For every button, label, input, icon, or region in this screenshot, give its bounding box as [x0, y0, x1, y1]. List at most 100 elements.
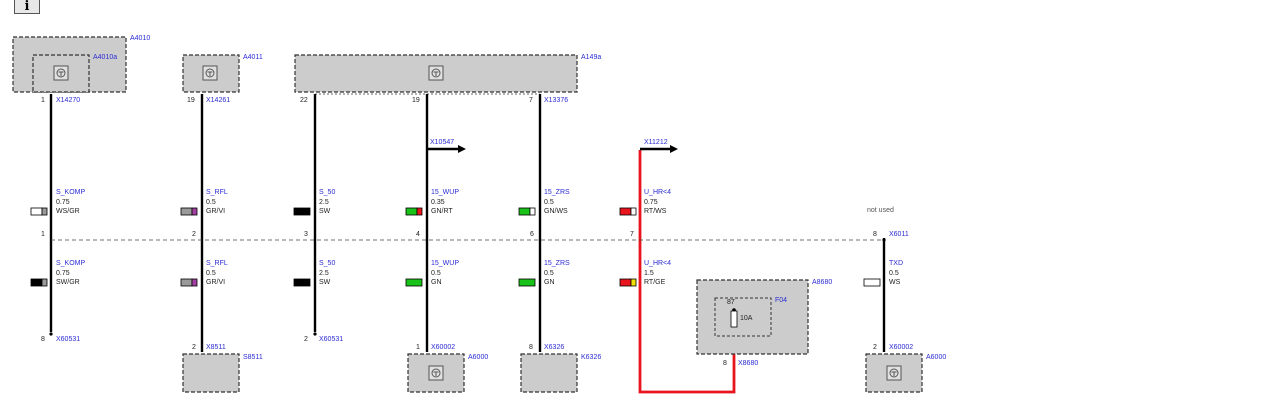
- connector-pin-dot: [49, 332, 53, 336]
- info-icon: i: [24, 0, 30, 14]
- lower-size-txd: 0.5: [889, 270, 899, 277]
- arrow-right-icon: [670, 145, 678, 153]
- branch-x10547: X10547: [430, 139, 454, 146]
- mid-pin-1: 1: [41, 231, 45, 238]
- connector-pin-dot: [882, 238, 886, 242]
- color-swatch-rt: [416, 207, 423, 216]
- lower-color-s-komp: SW/GR: [56, 279, 80, 286]
- color-swatch-vi: [191, 207, 198, 216]
- top-pin-3: 22: [300, 97, 308, 104]
- fuse-icon: [730, 310, 738, 328]
- connector-x6011: X6011: [889, 231, 909, 238]
- bottom-pin-1: 8: [41, 336, 45, 343]
- label-a8680: A8680: [812, 279, 832, 286]
- mid-pin-6: 6: [530, 231, 534, 238]
- color-swatch-rt: [619, 207, 632, 216]
- lower-color-u-hr: RT/GE: [644, 279, 666, 286]
- bottom-connector-x8511: X8511: [206, 344, 226, 351]
- label-a149a: A149a: [581, 54, 601, 61]
- top-connector-x14270: X14270: [56, 97, 80, 104]
- upper-size-15-zrs: 0.5: [544, 199, 554, 206]
- upper-color-15-zrs: GN/WS: [544, 208, 568, 215]
- color-swatch-gr: [41, 207, 48, 216]
- upper-signal-u-hr: U_HR<4: [644, 189, 671, 196]
- component-k6326[interactable]: [520, 353, 578, 393]
- mid-pin-3: 3: [304, 231, 308, 238]
- color-swatch-rt: [619, 278, 632, 287]
- color-swatch-sw: [30, 278, 43, 287]
- lower-size-s-50: 2.5: [319, 270, 329, 277]
- wire-group: [49, 94, 886, 352]
- top-pin-5: 7: [529, 97, 533, 104]
- lower-size-15-zrs: 0.5: [544, 270, 554, 277]
- lower-color-15-zrs: GN: [544, 279, 555, 286]
- upper-signal-s-50: S_50: [319, 189, 335, 196]
- bottom-pin-7: 2: [873, 344, 877, 351]
- info-button[interactable]: i: [14, 0, 40, 14]
- lower-signal-s-komp: S_KOMP: [56, 260, 86, 267]
- color-swatch-gn: [405, 207, 418, 216]
- bottom-connector-x60531: X60531: [56, 336, 80, 343]
- color-swatch-gn: [518, 207, 531, 216]
- color-swatch-ge: [630, 278, 637, 287]
- lower-signal-s-50: S_50: [319, 260, 335, 267]
- lower-signal-txd: TXD: [889, 260, 903, 267]
- label-k6326: K6326: [581, 354, 601, 361]
- lower-size-s-komp: 0.75: [56, 270, 70, 277]
- upper-color-s-50: SW: [319, 208, 331, 215]
- control-unit-icon: [886, 365, 902, 381]
- mid-pin-4: 4: [416, 231, 420, 238]
- color-swatch-gn: [518, 278, 536, 287]
- color-swatch-ws: [529, 207, 536, 216]
- lower-color-txd: WS: [889, 279, 901, 286]
- lower-signal-s-rfl: S_RFL: [206, 260, 228, 267]
- lower-size-u-hr: 1.5: [644, 270, 654, 277]
- top-pin-4: 19: [412, 97, 420, 104]
- bottom-connector-x6326: X6326: [544, 344, 564, 351]
- component-f04[interactable]: [714, 297, 772, 337]
- connector-pin-dot: [313, 332, 317, 336]
- top-pin-1: 1: [41, 97, 45, 104]
- color-swatch-gn: [405, 278, 423, 287]
- top-pin-2: 19: [187, 97, 195, 104]
- bottom-pin-3: 2: [304, 336, 308, 343]
- wire-u-hr: [638, 150, 736, 394]
- mid-pin-7: 7: [630, 231, 634, 238]
- branch-x11212: X11212: [644, 139, 668, 146]
- mid-pin-2: 2: [192, 231, 196, 238]
- label-a4010a: A4010a: [93, 54, 117, 61]
- color-swatch-ws: [630, 207, 637, 216]
- control-unit-icon: [428, 365, 444, 381]
- color-swatch-sw: [293, 207, 311, 216]
- lower-signal-15-zrs: 15_ZRS: [544, 260, 570, 267]
- upper-color-s-komp: WS/GR: [56, 208, 80, 215]
- color-swatch-gr: [180, 207, 193, 216]
- upper-color-15-wup: GN/RT: [431, 208, 453, 215]
- lower-color-s-rfl: GR/VI: [206, 279, 225, 286]
- label-f04: F04: [775, 297, 787, 304]
- color-swatch-sw: [293, 278, 311, 287]
- upper-signal-15-zrs: 15_ZRS: [544, 189, 570, 196]
- upper-size-15-wup: 0.35: [431, 199, 445, 206]
- bottom-pin-4: 1: [416, 344, 420, 351]
- bottom-connector-x60002-b: X60002: [889, 344, 913, 351]
- upper-size-s-50: 2.5: [319, 199, 329, 206]
- component-s8511[interactable]: [182, 353, 240, 393]
- lower-size-s-rfl: 0.5: [206, 270, 216, 277]
- control-unit-icon: [202, 65, 218, 81]
- color-swatch-vi: [191, 278, 198, 287]
- label-a4011: A4011: [243, 54, 263, 61]
- fuse-rating: 10A: [740, 315, 753, 322]
- upper-signal-s-rfl: S_RFL: [206, 189, 228, 196]
- label-s8511: S8511: [243, 354, 263, 361]
- bottom-connector-x60002: X60002: [431, 344, 455, 351]
- bottom-pin-5: 8: [529, 344, 533, 351]
- mid-pin-8: 8: [873, 231, 877, 238]
- color-swatch-gr: [180, 278, 193, 287]
- lower-color-s-50: SW: [319, 279, 331, 286]
- upper-size-u-hr: 0.75: [644, 199, 658, 206]
- upper-size-s-komp: 0.75: [56, 199, 70, 206]
- upper-signal-15-wup: 15_WUP: [431, 189, 459, 196]
- top-connector-x14261: X14261: [206, 97, 230, 104]
